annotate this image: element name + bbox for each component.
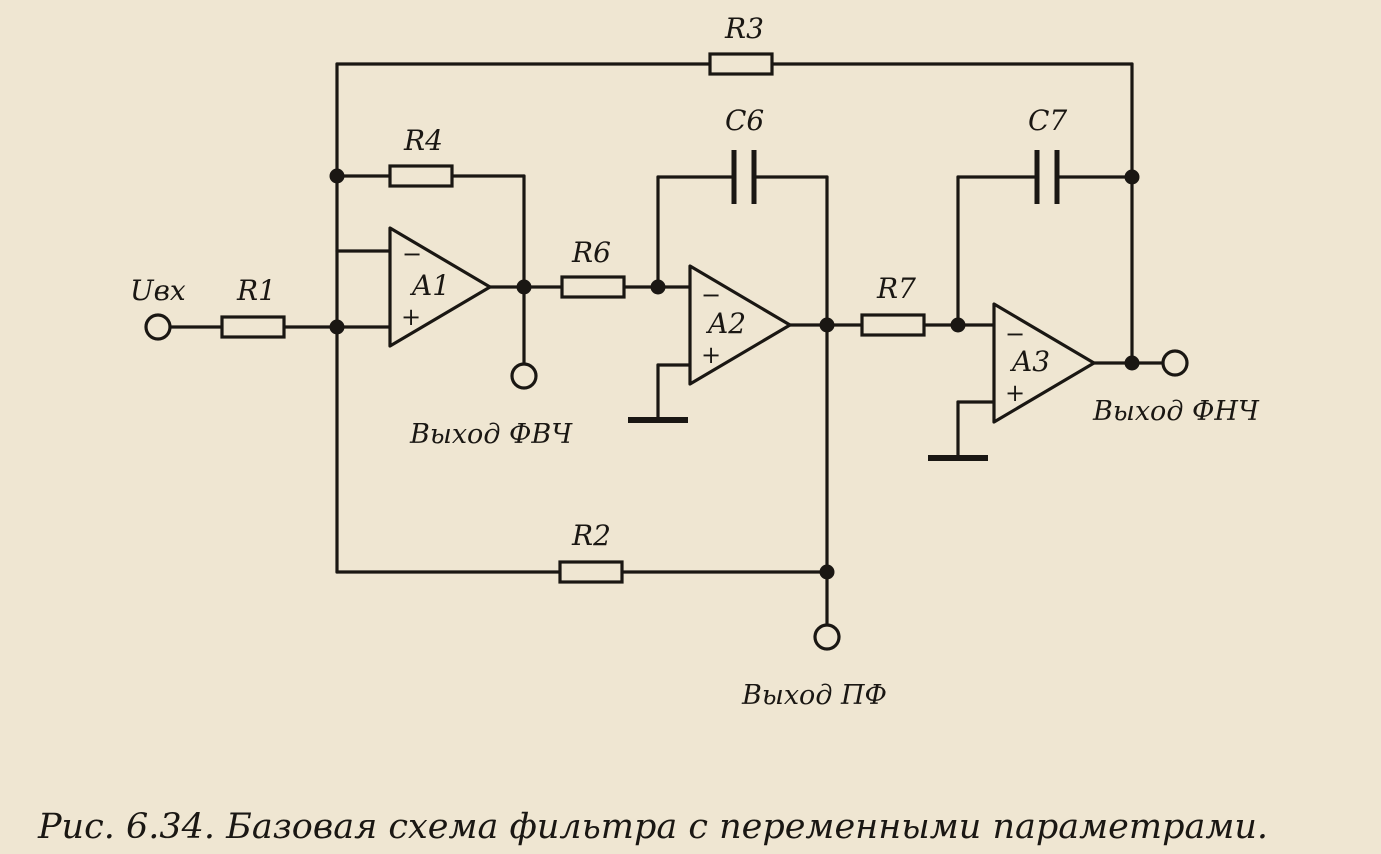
resistor-r4 <box>388 164 454 188</box>
r3-label: R3 <box>724 12 764 45</box>
a3-plus-sign: + <box>1005 379 1025 407</box>
junctions <box>329 168 1140 580</box>
a1-plus-sign: + <box>401 303 421 331</box>
wires <box>168 62 1165 627</box>
capacitor-c6 <box>731 150 757 204</box>
a2-label: A2 <box>705 307 746 340</box>
input-terminal <box>144 313 172 341</box>
lpf-output-terminal <box>1161 349 1189 377</box>
bpf-output-terminal <box>813 623 841 651</box>
a3-minus-sign: − <box>1005 320 1025 348</box>
r6-label: R6 <box>571 236 611 269</box>
hpf-output-terminal <box>510 362 538 390</box>
a3-label: A3 <box>1009 345 1050 378</box>
resistor-r1 <box>220 315 286 339</box>
capacitor-c7 <box>1034 150 1060 204</box>
a2-minus-sign: − <box>701 281 721 309</box>
a2-plus-sign: + <box>701 341 721 369</box>
a1-minus-sign: − <box>402 240 422 268</box>
bpf-output-label: Выход ПФ <box>741 680 887 711</box>
resistor-r7 <box>860 313 926 337</box>
resistor-r6 <box>560 275 626 299</box>
r4-label: R4 <box>403 124 443 157</box>
r2-label: R2 <box>571 519 611 552</box>
lpf-output-label: Выход ФНЧ <box>1092 396 1260 427</box>
r7-label: R7 <box>876 272 916 305</box>
input-label: Uвх <box>130 274 186 307</box>
opamp-a2 <box>688 264 792 386</box>
resistor-r2 <box>558 560 624 584</box>
c6-label: C6 <box>725 104 764 137</box>
c7-label: C7 <box>1028 104 1067 137</box>
r1-label: R1 <box>236 274 276 307</box>
figure-caption: Рис. 6.34. Базовая схема фильтра с перем… <box>37 807 1268 847</box>
resistor-r3 <box>708 52 774 76</box>
opamp-a1 <box>388 226 492 348</box>
a1-label: A1 <box>409 269 450 302</box>
hpf-output-label: Выход ФВЧ <box>409 419 573 450</box>
opamp-a3 <box>992 302 1096 424</box>
